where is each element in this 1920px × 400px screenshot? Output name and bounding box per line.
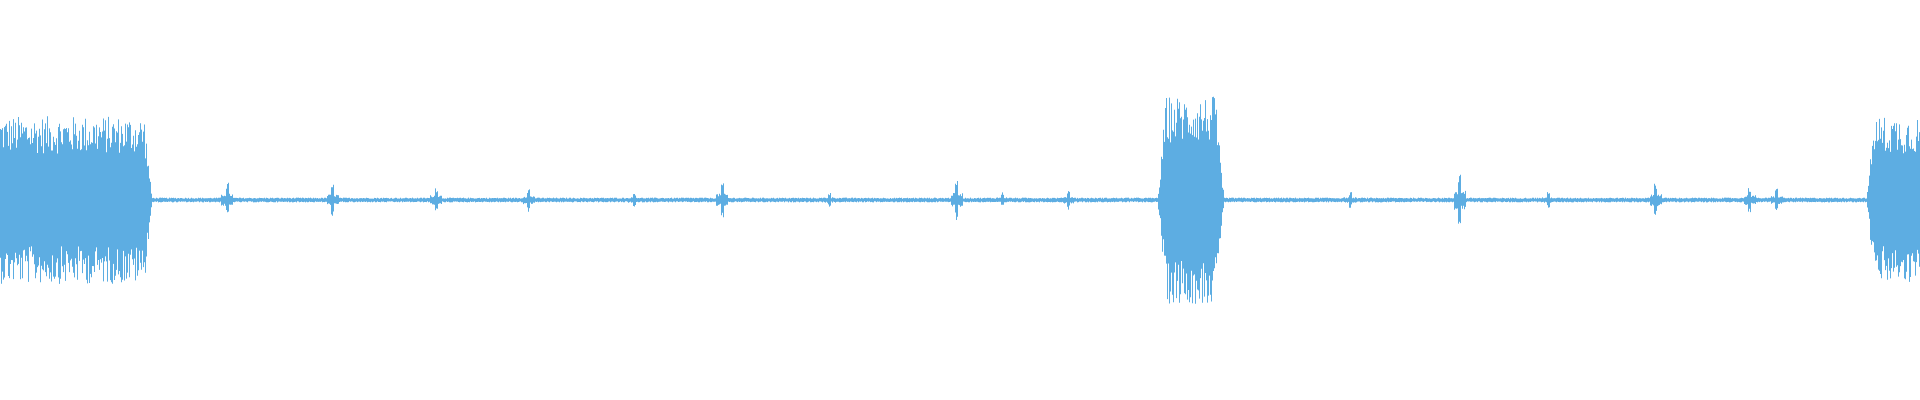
audio-waveform[interactable] [0, 0, 1920, 400]
waveform-display[interactable] [0, 0, 1920, 400]
